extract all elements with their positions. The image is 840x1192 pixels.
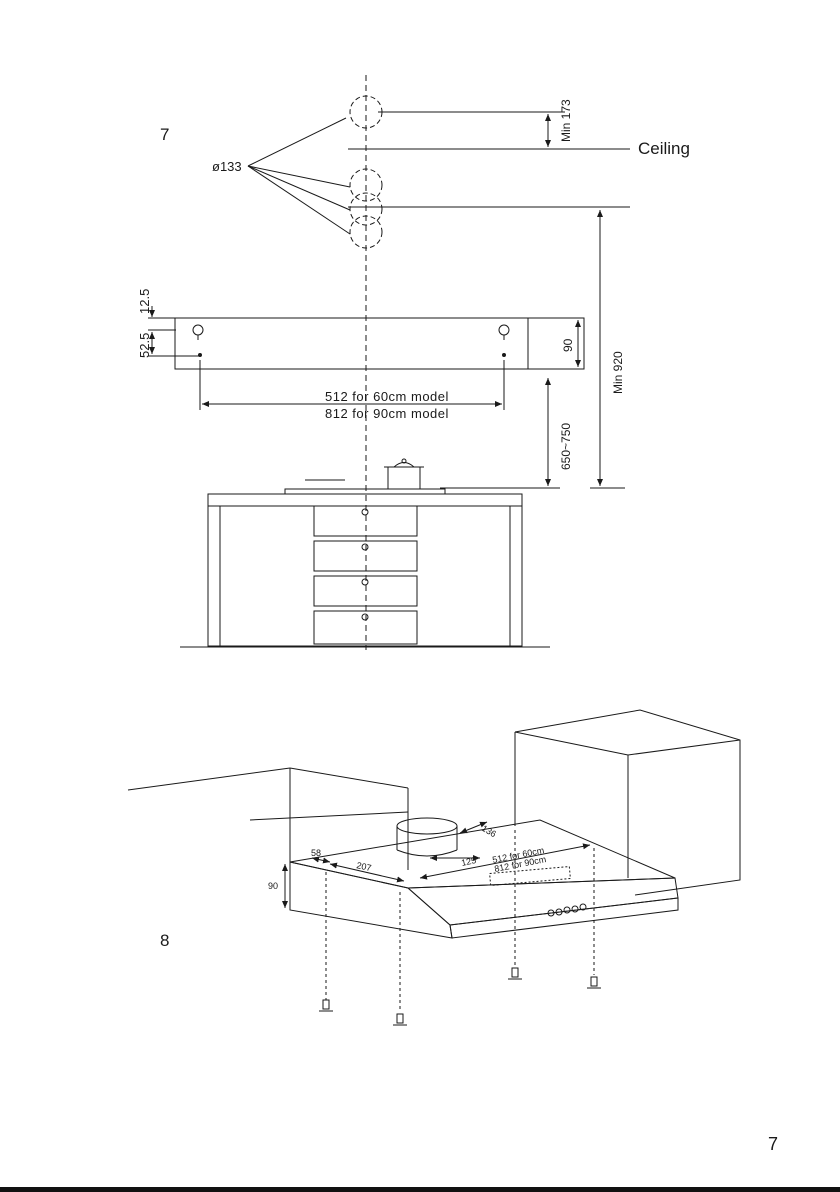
- figure-7-number: 7: [160, 125, 169, 144]
- dim-90-label: 90: [561, 338, 575, 352]
- cooktop: [285, 489, 445, 494]
- mounting-plate: [175, 318, 528, 369]
- fig8-dim-58-label: 58: [311, 848, 321, 858]
- spacing-60-label: 512 for 60cm model: [325, 389, 449, 404]
- diameter-label: ø133: [212, 159, 242, 174]
- screw-2: [393, 1014, 407, 1025]
- screw-3: [508, 968, 522, 979]
- min-173-label: Min 173: [559, 99, 573, 142]
- counter-top: [208, 494, 522, 506]
- ceiling-label: Ceiling: [638, 139, 690, 158]
- page-bottom-rule: [0, 1187, 840, 1192]
- spacing-90-label: 812 for 90cm model: [325, 406, 449, 421]
- fig8-dim-90-label: 90: [268, 881, 278, 891]
- screw-4: [587, 977, 601, 988]
- fig8-dim-207-label: 207: [356, 860, 373, 873]
- figure-8: [128, 710, 740, 1025]
- height-range-label: 650~750: [559, 423, 573, 470]
- keyhole-right: [499, 325, 509, 340]
- fig8-dim-136-label: 136: [480, 823, 498, 839]
- hood-front: [408, 878, 678, 925]
- screw-1: [319, 1000, 333, 1011]
- min-920-label: Min 920: [611, 351, 625, 394]
- mounting-plate-end: [528, 318, 584, 369]
- pot: [384, 459, 424, 489]
- keyhole-left: [193, 325, 203, 340]
- dim-52-5-label: 52.5: [137, 333, 152, 358]
- dim-12-5-label: 12.5: [137, 289, 152, 314]
- figure-8-number: 8: [160, 931, 169, 950]
- fig8-dim-125-label: 125: [460, 855, 477, 868]
- page-number: 7: [768, 1134, 778, 1154]
